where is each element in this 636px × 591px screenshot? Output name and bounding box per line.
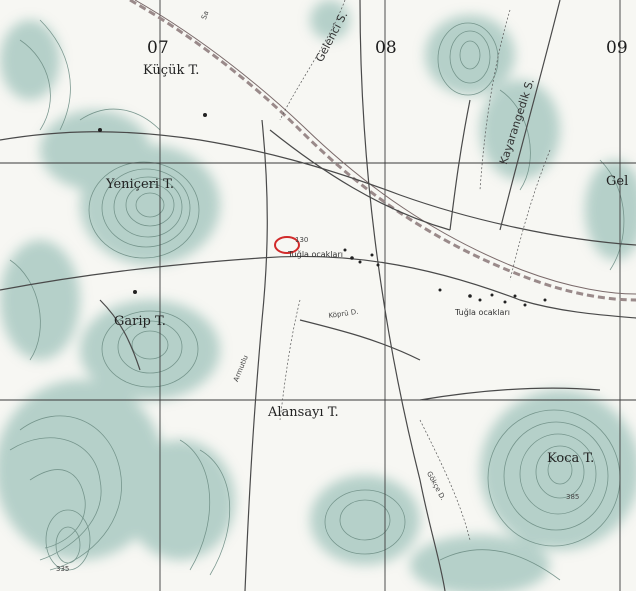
- elevation-marker: 130: [295, 236, 309, 244]
- hill-label-garip: Garip T.: [114, 314, 166, 329]
- grid-label-07: 07: [147, 38, 169, 58]
- elevation-koca: 385: [566, 493, 580, 501]
- streams: [279, 0, 551, 541]
- site-label-tugla-1: Tuğla ocakları: [288, 250, 343, 259]
- elevation-sw: 335: [56, 565, 70, 573]
- contour-lines: [9, 19, 625, 581]
- hill-label-kucuk: Küçük T.: [143, 63, 200, 78]
- railway: [129, 0, 636, 302]
- hill-label-gel: Gel: [606, 174, 629, 189]
- hill-label-alansayi: Alansayı T.: [268, 405, 339, 420]
- hill-label-yeniceri: Yeniçeri T.: [106, 177, 175, 192]
- location-marker: [274, 236, 300, 254]
- hill-label-koca: Koca T.: [547, 451, 595, 466]
- kiln-dots: [98, 113, 547, 307]
- grid-label-08: 08: [375, 38, 397, 58]
- grid-label-09: 09: [606, 38, 628, 58]
- site-label-tugla-2: Tuğla ocakları: [455, 308, 510, 317]
